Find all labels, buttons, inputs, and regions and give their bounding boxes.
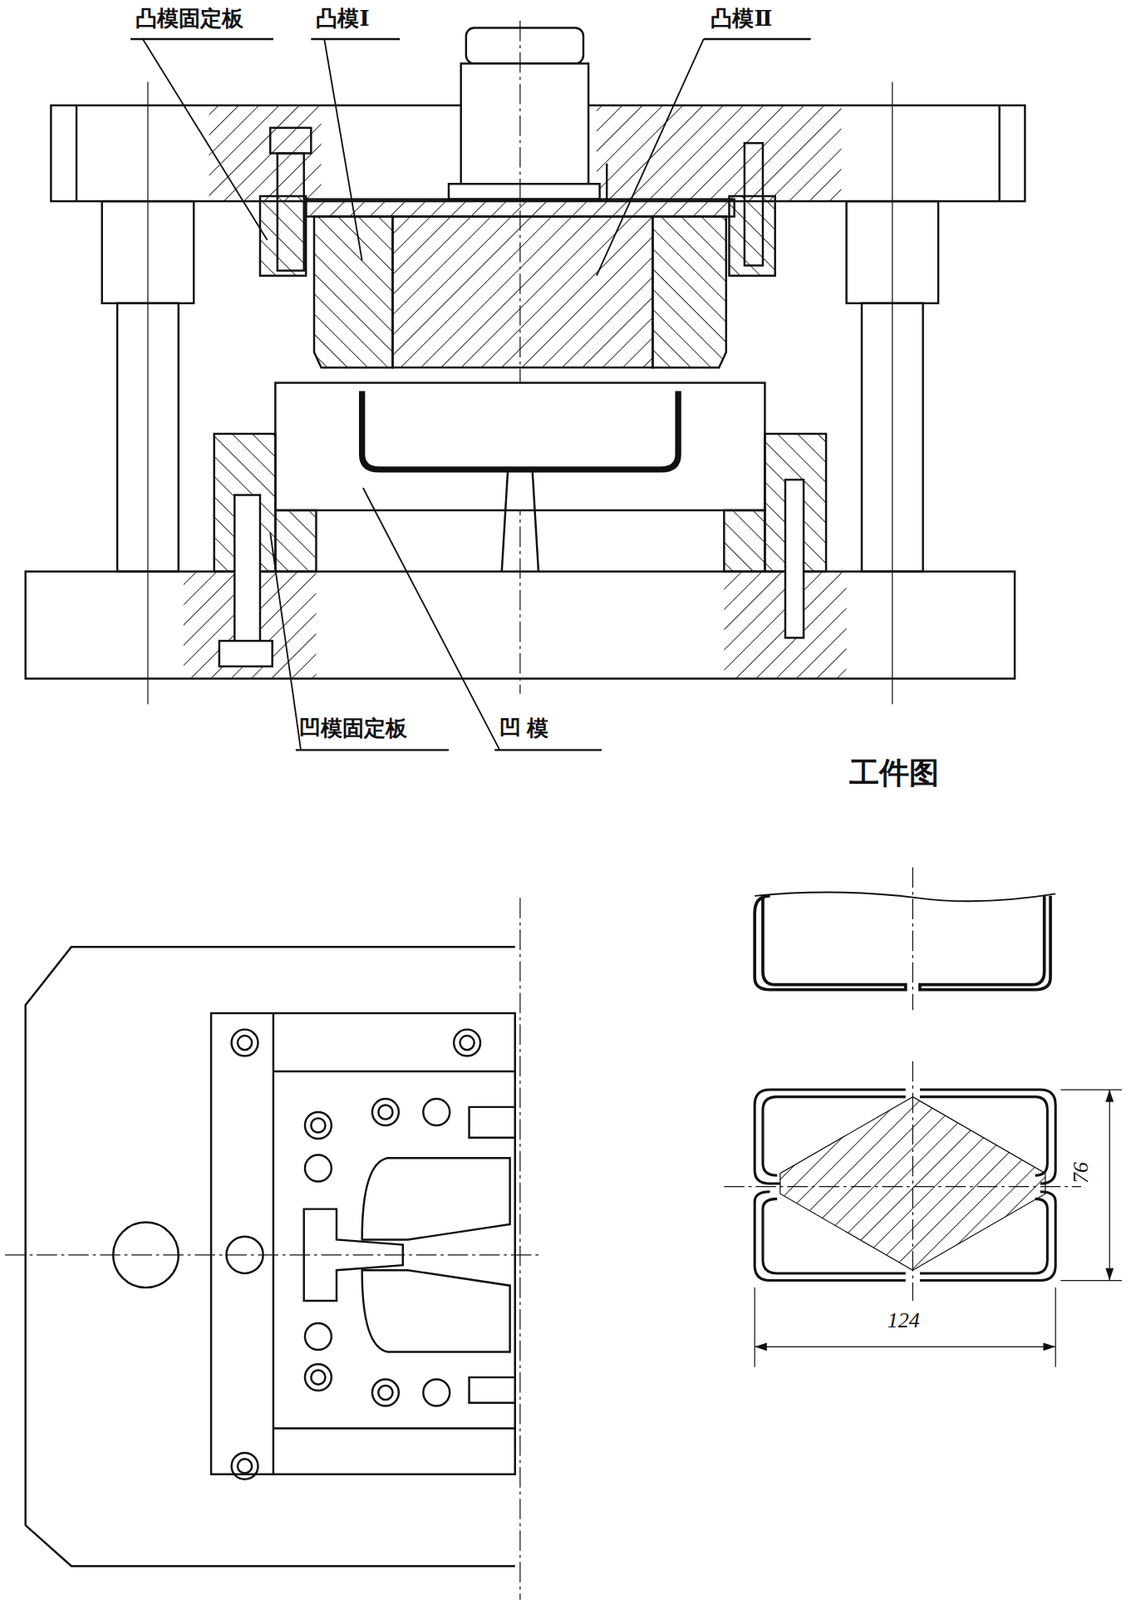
part-name: 凹模固定板 [299,717,408,740]
part-name: 凸模固定板 [135,8,244,30]
part-name: 凸模Ⅰ [315,8,369,30]
part-name: 凹 模 [499,717,549,740]
part-name: 凸模Ⅱ [710,8,773,30]
figure-title: 工件图 [849,757,940,788]
dimension: 124 [887,1309,920,1332]
dimension: 76 [1070,1161,1092,1184]
